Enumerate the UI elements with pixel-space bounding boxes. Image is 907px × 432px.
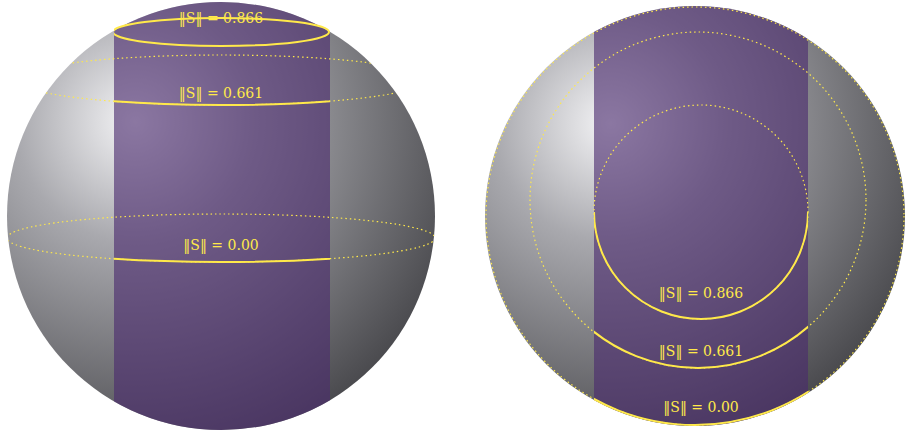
dotted-circle [530,32,866,368]
dotted-circle [7,214,435,262]
level-circle [114,80,330,105]
dotted-circle [17,55,425,105]
level-label: ‖S‖ = 0.00 [181,238,260,253]
dotted-circle [594,105,808,319]
level-label: ‖S‖ = 0.866 [177,11,265,26]
level-circle [114,238,330,262]
level-circle [594,200,808,368]
band [114,0,330,432]
level-circle [594,212,808,319]
level-label: ‖S‖ = 0.866 [657,286,745,301]
level-label: ‖S‖ = 0.00 [661,400,740,415]
dotted-circle [486,7,904,425]
level-circle [594,216,808,425]
level-label: ‖S‖ = 0.661 [657,344,745,359]
level-label: ‖S‖ = 0.661 [177,86,265,101]
